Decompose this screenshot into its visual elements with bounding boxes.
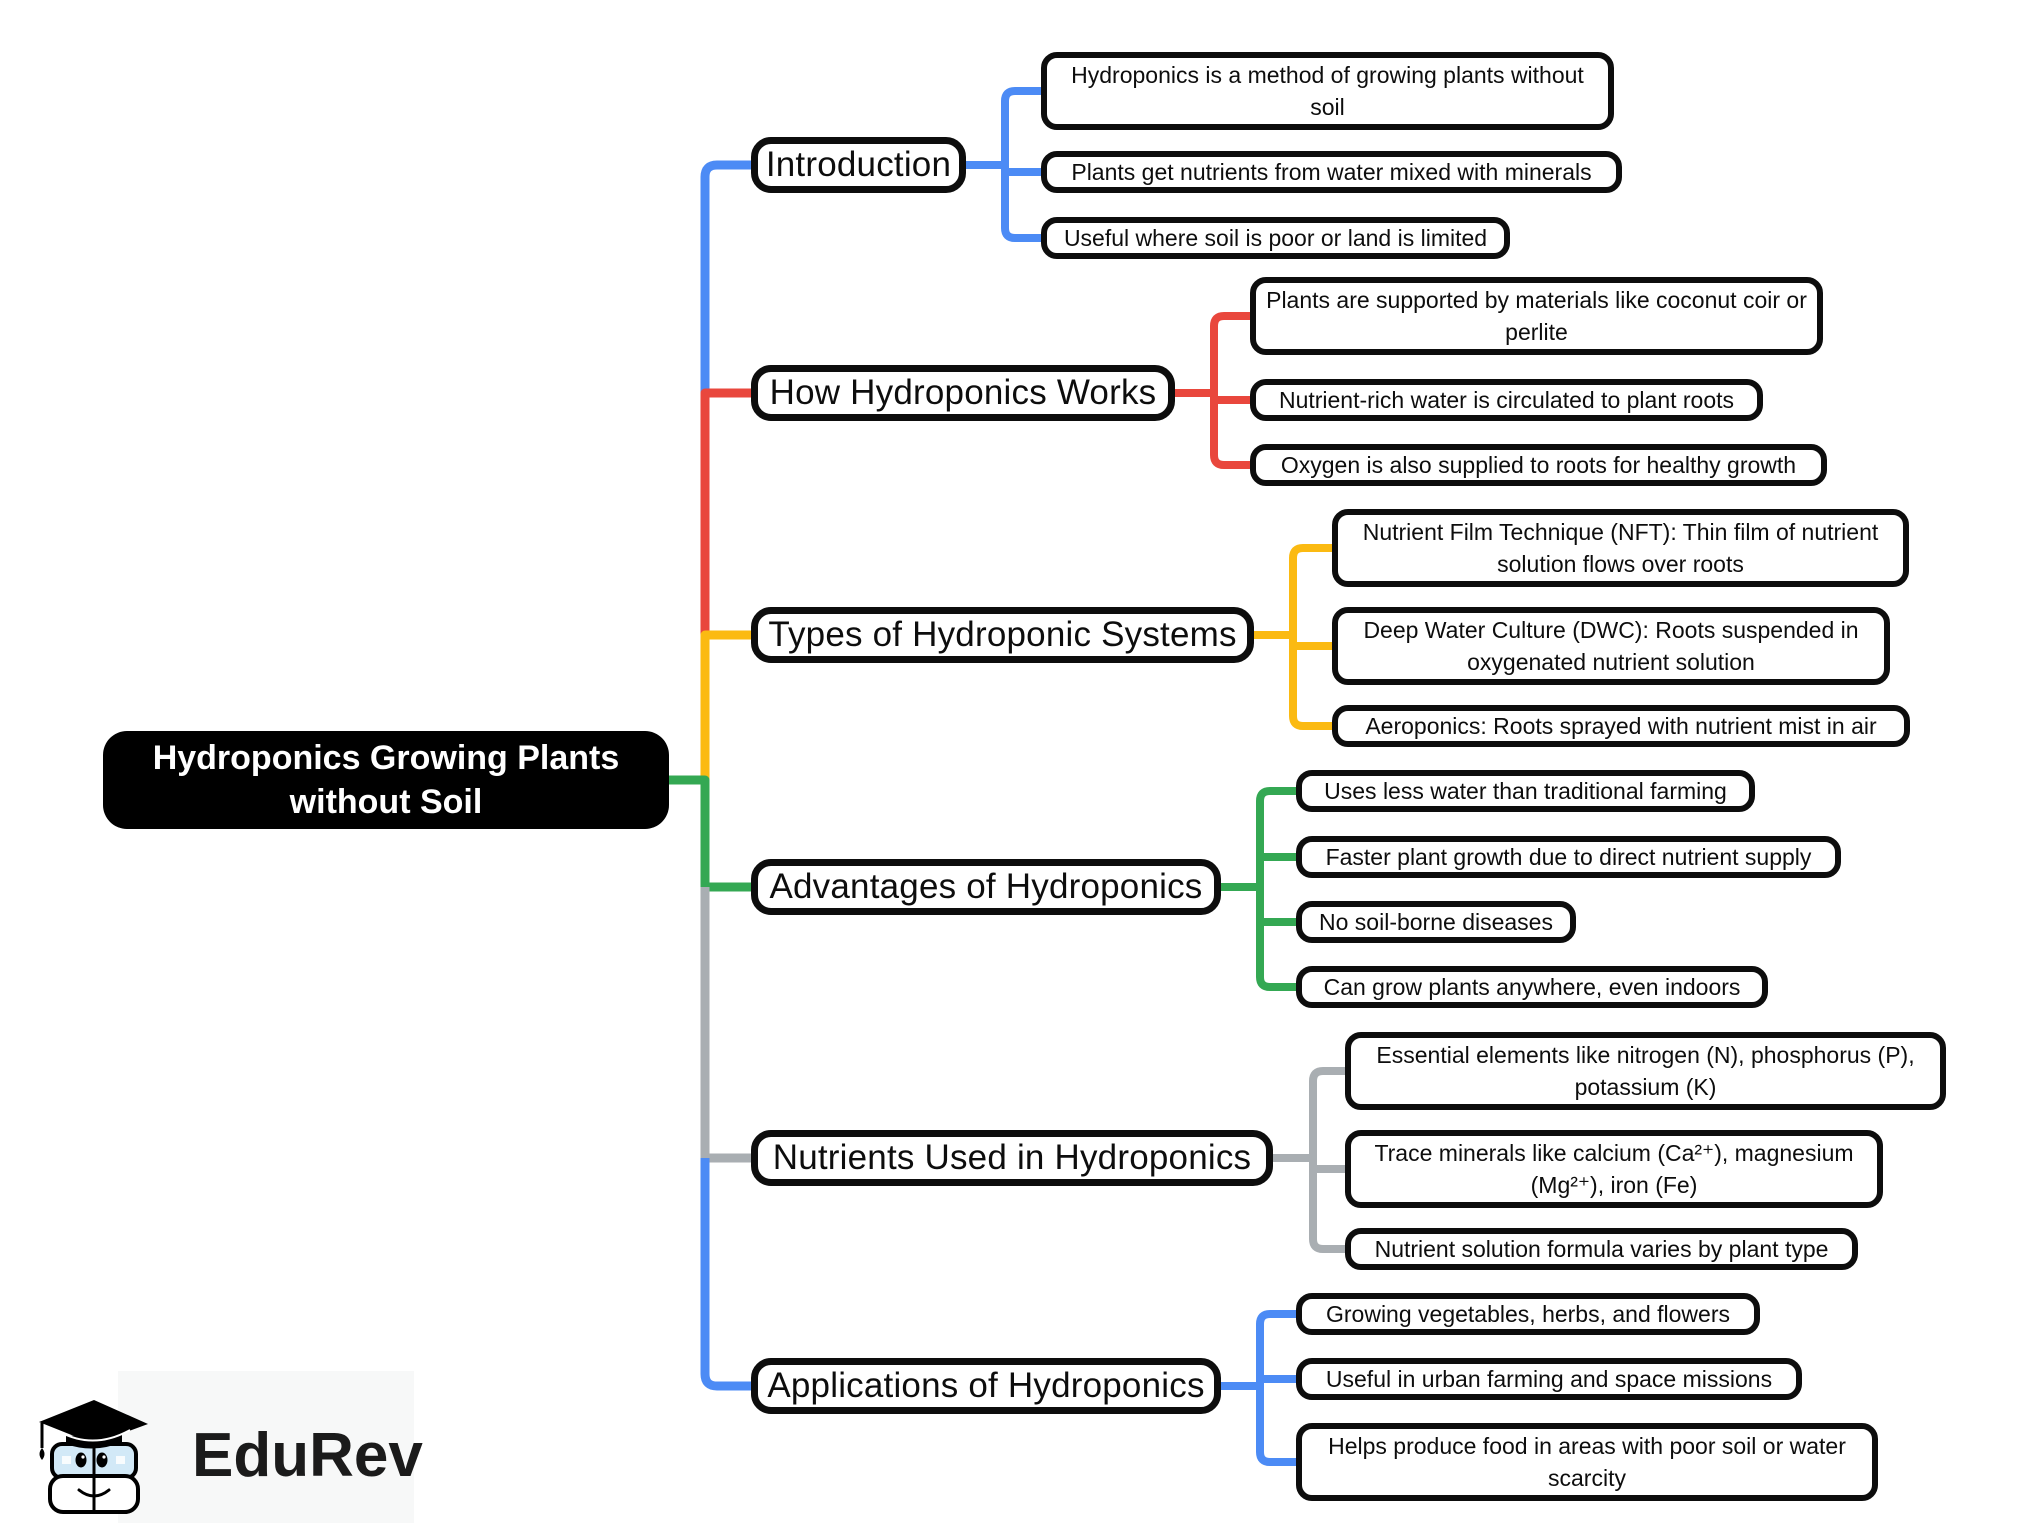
leaf-node: Deep Water Culture (DWC): Roots suspende… <box>1332 607 1890 685</box>
branch-node-nutrients: Nutrients Used in Hydroponics <box>751 1130 1273 1186</box>
leafwire-nutrients <box>1273 1067 1345 1253</box>
leaf-node: Nutrient solution formula varies by plan… <box>1345 1228 1858 1270</box>
logo-backdrop <box>118 1371 414 1523</box>
leaf-node: Essential elements like nitrogen (N), ph… <box>1345 1032 1946 1110</box>
leaf-node: Oxygen is also supplied to roots for hea… <box>1250 444 1827 486</box>
branch-node-applications: Applications of Hydroponics <box>751 1358 1221 1414</box>
spine-nutrients <box>700 887 751 1163</box>
branch-node-types-of-systems: Types of Hydroponic Systems <box>751 607 1254 663</box>
leaf-node: Uses less water than traditional farming <box>1296 770 1755 812</box>
root-node: Hydroponics Growing Plants without Soil <box>103 731 669 829</box>
leaf-node: Useful in urban farming and space missio… <box>1296 1358 1802 1400</box>
leaf-node: Trace minerals like calcium (Ca²⁺), magn… <box>1345 1130 1883 1208</box>
spine-applications <box>700 1158 751 1391</box>
leaf-node: Aeroponics: Roots sprayed with nutrient … <box>1332 705 1910 747</box>
leafwire-introduction <box>966 87 1041 242</box>
leaf-node: Hydroponics is a method of growing plant… <box>1041 52 1614 130</box>
leaf-node: Plants are supported by materials like c… <box>1250 277 1823 355</box>
edurev-mascot-icon <box>39 1400 148 1514</box>
leafwire-advantages <box>1221 787 1296 991</box>
leafwire-types <box>1254 544 1332 730</box>
leaf-node: Plants get nutrients from water mixed wi… <box>1041 151 1622 193</box>
branch-node-advantages: Advantages of Hydroponics <box>751 859 1221 915</box>
spine-types <box>700 630 751 780</box>
leaf-node: No soil-borne diseases <box>1296 901 1576 943</box>
leaf-node: Useful where soil is poor or land is lim… <box>1041 217 1510 259</box>
leaf-node: Nutrient-rich water is circulated to pla… <box>1250 379 1763 421</box>
spine-how-works <box>700 388 751 635</box>
leaf-node: Helps produce food in areas with poor so… <box>1296 1423 1878 1501</box>
spine-introduction <box>700 160 751 393</box>
leaf-node: Nutrient Film Technique (NFT): Thin film… <box>1332 509 1909 587</box>
leaf-node: Faster plant growth due to direct nutrie… <box>1296 836 1841 878</box>
leaf-node: Growing vegetables, herbs, and flowers <box>1296 1293 1760 1335</box>
leafwire-applications <box>1221 1310 1296 1466</box>
spine-advantages <box>669 775 751 892</box>
branch-node-how-hydroponics-works: How Hydroponics Works <box>751 365 1175 421</box>
branch-node-introduction: Introduction <box>751 137 966 193</box>
leaf-node: Can grow plants anywhere, even indoors <box>1296 966 1768 1008</box>
edurev-brand-text: EduRev <box>192 1421 423 1490</box>
leafwire-how-works <box>1175 312 1250 469</box>
